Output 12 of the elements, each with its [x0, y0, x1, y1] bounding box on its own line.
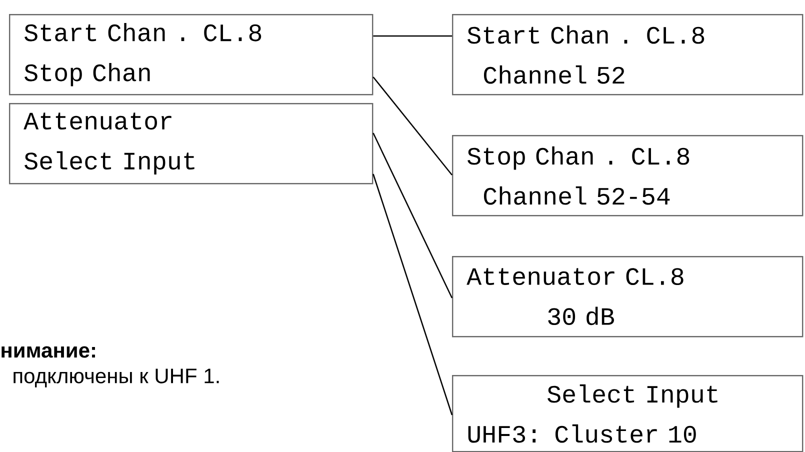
connector-line [373, 35, 452, 37]
note-text: подключены к UHF 1. [14, 368, 219, 388]
menu-box: Select Input UHF3: Cluster 10 [452, 375, 804, 452]
note-text: нимание: [2, 346, 95, 358]
menu-box: Start Chan . CL.8 Channel 52 [452, 14, 804, 96]
connector-line [372, 76, 453, 176]
connector-line [372, 174, 453, 416]
menu-box: Start Chan . CL.8 Stop Chan [9, 14, 374, 96]
menu-box: Stop Chan . CL.8 Channel 52-54 [452, 135, 804, 216]
connector-line [372, 132, 453, 298]
menu-box: Attenuator CL.8 30 dB [452, 256, 804, 338]
menu-box: Attenuator Select Input [9, 103, 374, 184]
